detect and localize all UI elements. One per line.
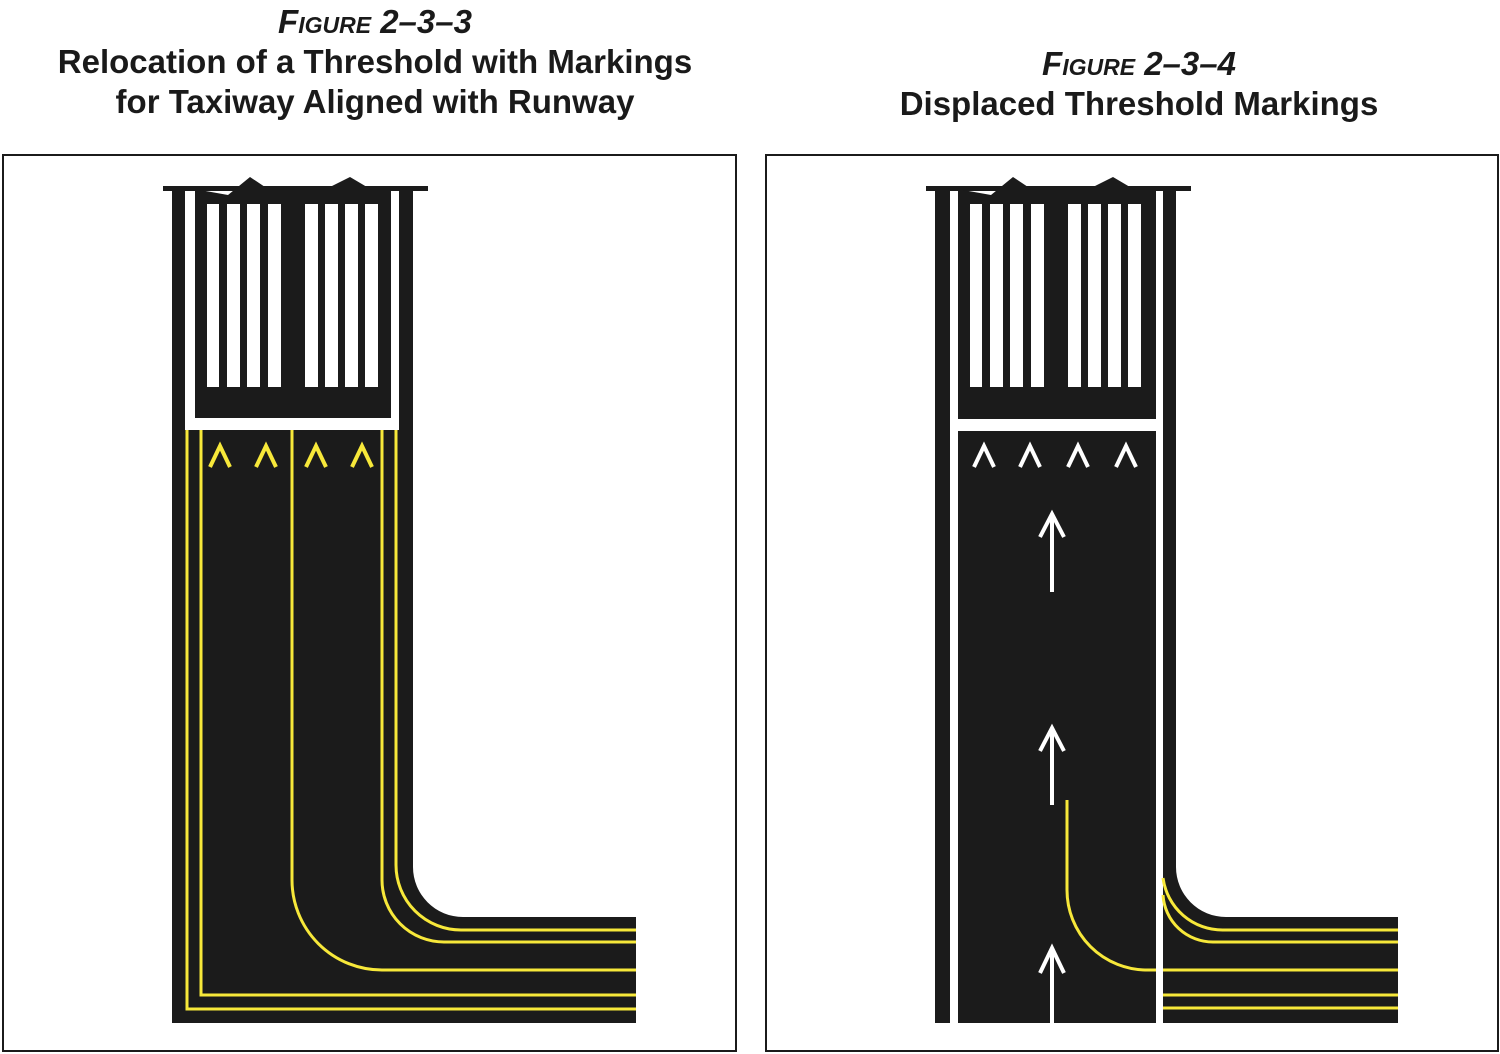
- figure-label: Figure 2–3–4: [1042, 45, 1236, 82]
- threshold-markings: [185, 191, 399, 430]
- yellow-chevrons: [208, 441, 374, 468]
- figure-2-3-3-diagram: [2, 154, 737, 1052]
- arrow-up-icon: [1038, 723, 1066, 805]
- arrow-up-icon: [1038, 943, 1066, 1023]
- white-chevrons: [972, 441, 1138, 468]
- white-arrows: [972, 441, 1138, 1023]
- figure-2-3-4-diagram: [765, 154, 1499, 1052]
- figure-2-3-3-title: Figure 2–3–3 Relocation of a Threshold w…: [0, 2, 750, 122]
- figure-title-line: Relocation of a Threshold with Markings: [57, 43, 693, 80]
- figure-label: Figure 2–3–3: [278, 3, 472, 40]
- yellow-taxiway-markings: [185, 430, 636, 1011]
- figure-title-line: for Taxiway Aligned with Runway: [115, 83, 635, 120]
- pavement: [926, 177, 1398, 1023]
- yellow-taxiway-markings: [1065, 800, 1398, 1010]
- threshold-markings: [950, 191, 1163, 1023]
- arrow-up-icon: [1038, 509, 1066, 592]
- figure-frame: [2, 154, 737, 1052]
- figure-frame: [765, 154, 1499, 1052]
- pavement: [163, 177, 636, 1023]
- figure-title-line: Displaced Threshold Markings: [899, 85, 1379, 122]
- figure-2-3-4-title: Figure 2–3–4 Displaced Threshold Marking…: [764, 44, 1500, 124]
